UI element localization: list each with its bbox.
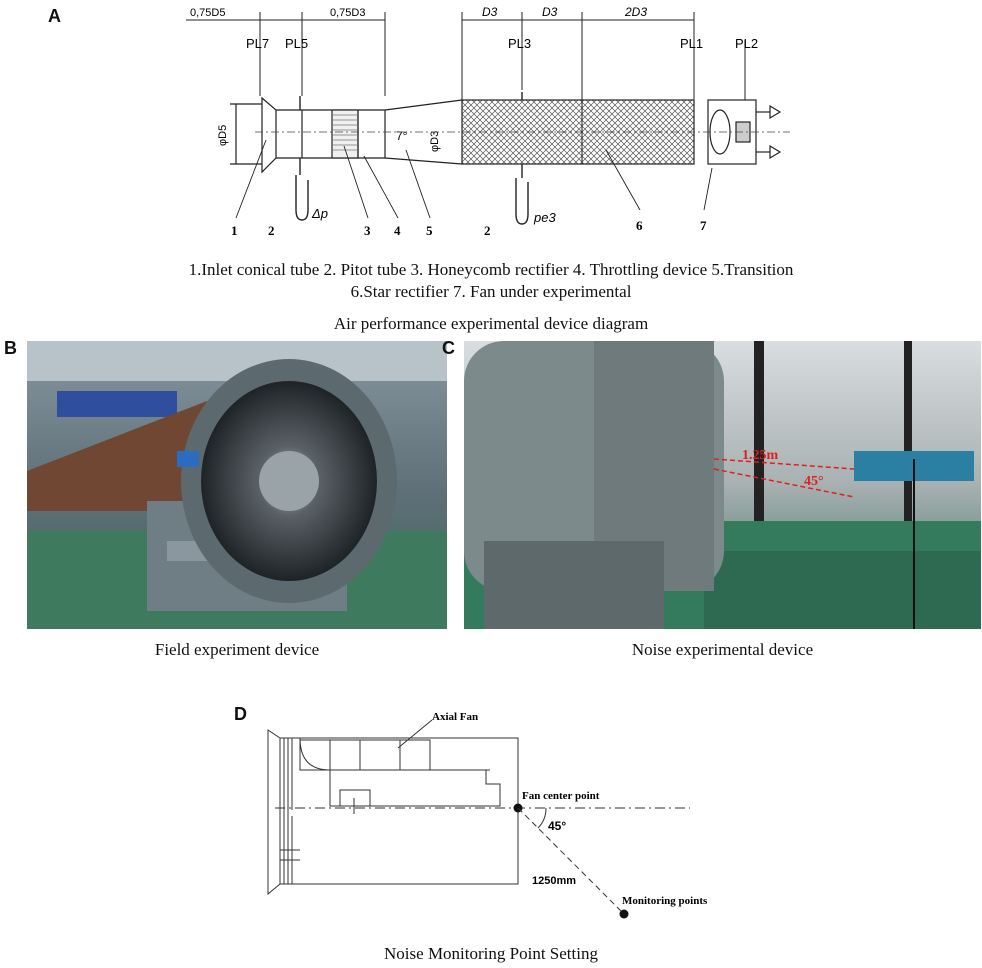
plane-pl2: PL2 [735,36,758,51]
field-experiment-photo [27,341,447,629]
legend-line-1: 1.Inlet conical tube 2. Pitot tube 3. Ho… [188,260,794,279]
panel-a-label: A [48,6,61,26]
noise-monitoring-diagram: Axial Fan Fan center point 45° 1250mm Mo… [267,711,708,919]
num-7: 7 [700,218,707,233]
num-5: 5 [426,223,433,238]
legend-line-2: 6.Star rectifier 7. Fan under experiment… [350,282,632,301]
num-3: 3 [364,223,371,238]
noise-experiment-photo: 1.25m 45° [464,341,981,629]
panel-b-label: B [4,338,17,358]
distance-label-c: 1.25m [742,448,779,463]
dim-075d3: 0,75D3 [330,7,365,19]
panel-d-caption: Noise Monitoring Point Setting [384,944,598,963]
distance-label-d: 1250mm [532,875,576,887]
num-1: 1 [231,223,238,238]
num-4: 4 [394,223,401,238]
monitoring-point [619,909,629,919]
angle-label-c: 45° [804,474,824,489]
angle-label-d: 45° [548,819,566,833]
delta-p-label: Δp [311,206,328,221]
dim-2d3: 2D3 [624,5,647,19]
dia-d3: φD3 [429,131,441,152]
num-6: 6 [636,218,643,233]
dim-d3-2: D3 [542,5,558,19]
num-2a: 2 [268,223,275,238]
pe3-label: pe3 [533,210,556,225]
panel-c-caption: Noise experimental device [631,640,814,659]
plane-pl3: PL3 [508,36,531,51]
panel-c-label: C [442,338,455,358]
axial-fan-label: Axial Fan [432,711,478,723]
plane-pl5: PL5 [285,36,308,51]
dia-d5: φD5 [217,125,229,146]
fan-center-label: Fan center point [522,790,600,802]
plane-pl1: PL1 [680,36,703,51]
num-2b: 2 [484,223,491,238]
dim-d3-1: D3 [482,5,498,19]
plane-pl7: PL7 [246,36,269,51]
monitoring-label: Monitoring points [622,895,708,907]
panel-d-label: D [234,704,247,724]
panel-b-caption: Field experiment device [154,640,320,659]
angle-7: 7° [396,129,408,143]
dim-075d5: 0,75D5 [190,7,225,19]
air-performance-diagram: 0,75D5 0,75D3 D3 D3 2D3 PL7 PL5 PL3 PL1 … [186,5,790,238]
panel-a-caption: Air performance experimental device diag… [333,314,649,333]
